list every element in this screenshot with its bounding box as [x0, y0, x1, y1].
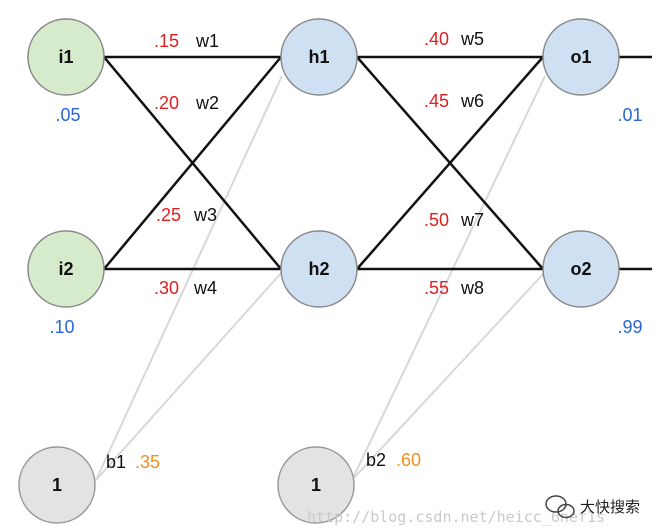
w2-value: .20 — [154, 93, 179, 113]
node-h2-circle — [280, 230, 358, 308]
node-o1-label: o1 — [570, 47, 591, 67]
w3-name: w3 — [193, 205, 217, 225]
weight-labels: .15 w1 .20 w2 .25 w3 .30 w4 .40 w5 .45 w… — [154, 29, 484, 298]
edge-b2-o1 — [351, 75, 546, 481]
node-i1: i1 — [27, 18, 105, 96]
w1-value: .15 — [154, 31, 179, 51]
node-h1: h1 — [280, 18, 358, 96]
b1-name: b1 — [106, 452, 126, 472]
bias-edges — [95, 75, 546, 481]
w6-name: w6 — [460, 91, 484, 111]
wechat-logo-icon — [545, 495, 575, 519]
node-i1-circle — [27, 18, 105, 96]
i1-value: .05 — [55, 105, 80, 125]
node-h1-label: h1 — [308, 47, 329, 67]
watermark-brand: 大快搜索 — [580, 498, 640, 516]
w8-value: .55 — [424, 278, 449, 298]
b2-value: .60 — [396, 450, 421, 470]
node-i2-label: i2 — [58, 259, 73, 279]
edge-w3 — [103, 56, 282, 270]
w4-name: w4 — [193, 278, 217, 298]
w4-value: .30 — [154, 278, 179, 298]
node-o1: o1 — [542, 18, 620, 96]
w5-name: w5 — [460, 29, 484, 49]
w7-value: .50 — [424, 210, 449, 230]
node-b2: 1 — [277, 446, 355, 524]
node-b1: 1 — [18, 446, 96, 524]
o1-value: .01 — [617, 105, 642, 125]
node-o2-circle — [542, 230, 620, 308]
w8-name: w8 — [460, 278, 484, 298]
node-h1-circle — [280, 18, 358, 96]
node-b2-circle — [277, 446, 355, 524]
node-b1-label: 1 — [52, 475, 62, 495]
w6-value: .45 — [424, 91, 449, 111]
node-b2-label: 1 — [311, 475, 321, 495]
w1-name: w1 — [195, 31, 219, 51]
weight-edges — [103, 55, 652, 271]
w2-name: w2 — [195, 93, 219, 113]
node-h2: h2 — [280, 230, 358, 308]
node-i2-circle — [27, 230, 105, 308]
watermark-url: http://blog.csdn.net/heicc_6nef1s — [307, 508, 605, 526]
b2-name: b2 — [366, 450, 386, 470]
node-o1-circle — [542, 18, 620, 96]
node-b1-circle — [18, 446, 96, 524]
node-i1-label: i1 — [58, 47, 73, 67]
node-o2-label: o2 — [570, 259, 591, 279]
node-i2: i2 — [27, 230, 105, 308]
i2-value: .10 — [49, 317, 74, 337]
node-o2: o2 — [542, 230, 620, 308]
w7-name: w7 — [460, 210, 484, 230]
edge-b2-o2 — [351, 271, 546, 481]
w3-value: .25 — [156, 205, 181, 225]
node-h2-label: h2 — [308, 259, 329, 279]
edge-w7 — [356, 56, 544, 270]
edge-b1-h1 — [95, 75, 283, 481]
b1-value: .35 — [135, 452, 160, 472]
o2-value: .99 — [617, 317, 642, 337]
edge-b1-h2 — [95, 271, 283, 481]
w5-value: .40 — [424, 29, 449, 49]
